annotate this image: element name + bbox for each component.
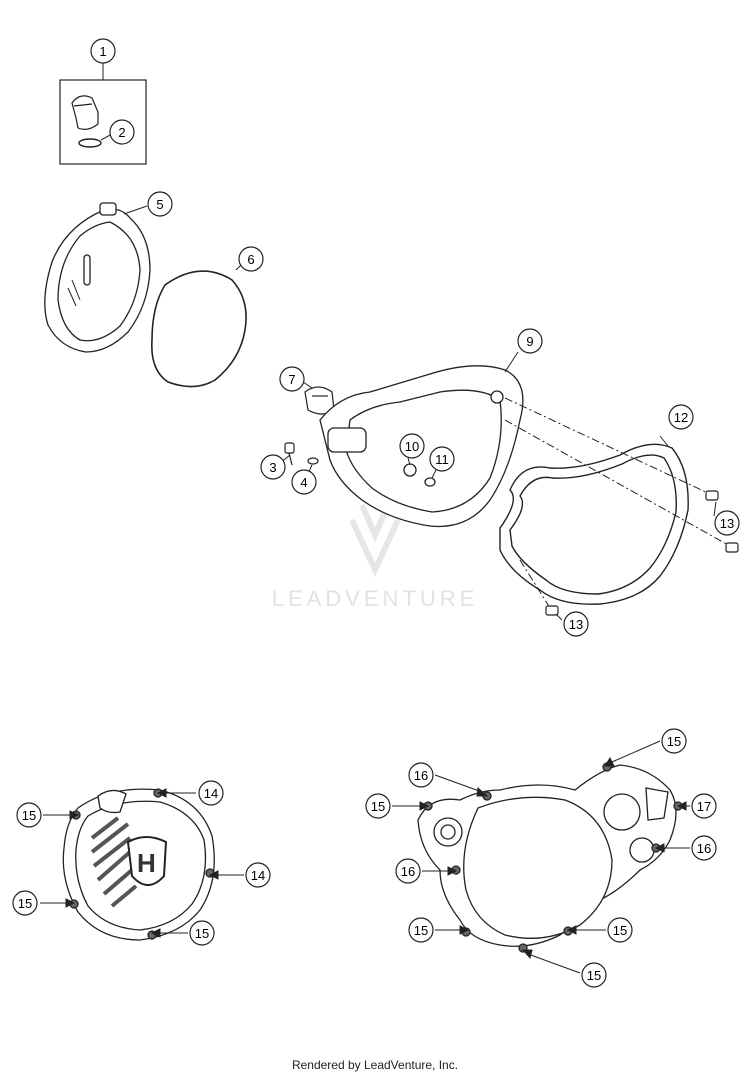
dashed-guides (504, 397, 731, 609)
callout-16c[interactable]: 16 (691, 835, 717, 861)
svg-text:15: 15 (414, 923, 428, 938)
footer-credit: Rendered by LeadVenture, Inc. (291, 1058, 459, 1072)
callout-12[interactable]: 12 (668, 404, 694, 430)
svg-text:15: 15 (371, 799, 385, 814)
svg-text:17: 17 (697, 799, 711, 814)
svg-text:15: 15 (22, 808, 36, 823)
callout-3[interactable]: 3 (260, 454, 286, 480)
svg-text:6: 6 (247, 252, 254, 267)
fin-lines (90, 816, 138, 908)
callout-11[interactable]: 11 (429, 446, 455, 472)
kit-box (59, 62, 147, 165)
svg-text:15: 15 (587, 968, 601, 983)
callout-10[interactable]: 10 (399, 433, 425, 459)
svg-text:15: 15 (613, 923, 627, 938)
svg-text:16: 16 (401, 864, 415, 879)
svg-text:15: 15 (667, 734, 681, 749)
washer-part (306, 457, 319, 477)
svg-text:15: 15 (195, 926, 209, 941)
plug-part (71, 95, 99, 130)
bolt-part (279, 442, 295, 466)
callout-14b[interactable]: 14 (245, 862, 271, 888)
ignition-cover-part: H (62, 788, 215, 941)
callout-15a[interactable]: 15 (16, 802, 42, 828)
husqvarna-crest-icon (126, 836, 168, 886)
svg-text:15: 15 (18, 896, 32, 911)
callout-16a[interactable]: 16 (408, 762, 434, 788)
svg-text:12: 12 (674, 410, 688, 425)
callout-15d[interactable]: 15 (661, 728, 687, 754)
cover-gasket-part (499, 435, 689, 605)
callout-15b[interactable]: 15 (12, 890, 38, 916)
callout-15g[interactable]: 15 (607, 917, 633, 943)
svg-text:13: 13 (569, 617, 583, 632)
callout-15c[interactable]: 15 (189, 920, 215, 946)
watermark: LEADVENTURE (272, 503, 479, 611)
svg-text:13: 13 (720, 516, 734, 531)
svg-text:16: 16 (414, 768, 428, 783)
svg-text:3: 3 (269, 460, 276, 475)
callout-6[interactable]: 6 (238, 246, 264, 272)
watermark-text: LEADVENTURE (272, 586, 479, 611)
svg-text:1: 1 (99, 44, 106, 59)
clutch-cover-part (44, 202, 151, 353)
cap-part (299, 379, 335, 415)
crankcase-part (417, 762, 683, 953)
callout-13a[interactable]: 13 (714, 510, 740, 536)
leader-lines (40, 740, 690, 974)
callout-13b[interactable]: 13 (563, 611, 589, 637)
callout-14a[interactable]: 14 (198, 780, 224, 806)
svg-text:H: H (137, 848, 156, 878)
dowel-part (545, 490, 739, 621)
gasket-part (151, 263, 247, 388)
callout-15f[interactable]: 15 (408, 917, 434, 943)
svg-text:14: 14 (251, 868, 265, 883)
callout-4[interactable]: 4 (291, 469, 317, 495)
callout-7[interactable]: 7 (279, 366, 305, 392)
o-ring-part (78, 138, 102, 148)
svg-text:9: 9 (526, 334, 533, 349)
callout-15e[interactable]: 15 (365, 793, 391, 819)
svg-text:7: 7 (288, 372, 295, 387)
svg-text:10: 10 (405, 439, 419, 454)
svg-text:4: 4 (300, 475, 307, 490)
svg-text:14: 14 (204, 786, 218, 801)
svg-text:16: 16 (697, 841, 711, 856)
callout-17[interactable]: 17 (691, 793, 717, 819)
callout-2[interactable]: 2 (109, 119, 135, 145)
svg-text:11: 11 (435, 452, 449, 467)
svg-text:5: 5 (156, 197, 163, 212)
callout-5[interactable]: 5 (147, 191, 173, 217)
callout-1[interactable]: 1 (90, 38, 116, 64)
svg-text:2: 2 (118, 125, 125, 140)
callouts: 1 2 3 4 5 6 7 9 10 11 12 13 13 14 14 15 … (12, 38, 740, 988)
callout-16b[interactable]: 16 (395, 858, 421, 884)
callout-9[interactable]: 9 (517, 328, 543, 354)
callout-15h[interactable]: 15 (581, 962, 607, 988)
leadventure-logo-icon (349, 503, 401, 578)
